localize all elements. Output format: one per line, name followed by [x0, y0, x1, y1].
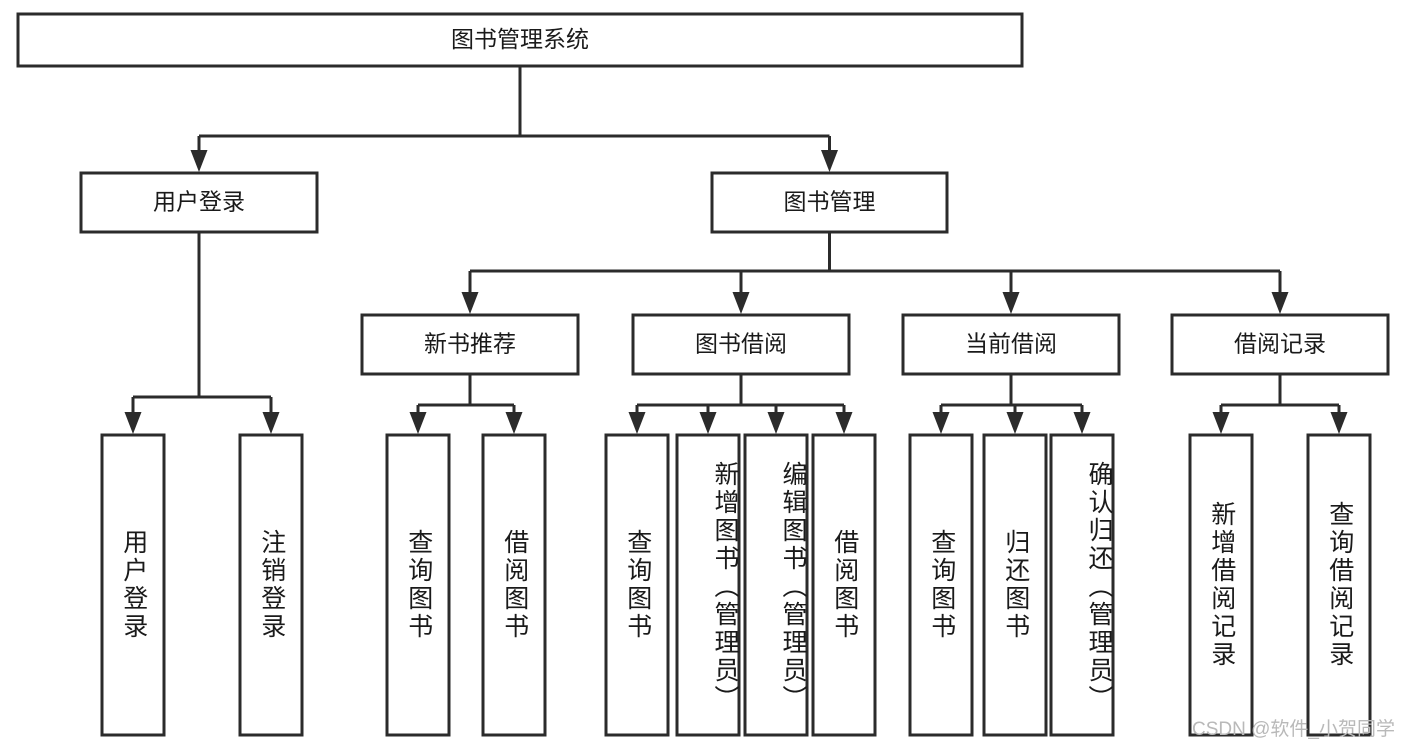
- node-box-root[interactable]: [16, 12, 1024, 68]
- node-box-l3-add-book[interactable]: [675, 433, 741, 737]
- node-box-l3-add-record[interactable]: [1188, 433, 1254, 737]
- node-box-l3-confirm-return[interactable]: [1049, 433, 1115, 737]
- node-label-l1-user-login: 用户登录: [153, 189, 245, 215]
- node-box-l3-borrow-book-b[interactable]: [811, 433, 877, 737]
- connector-user-login-to-leaves: [124, 232, 280, 434]
- connector-root-to-level1: [190, 66, 838, 172]
- node-box-l2-book-borrow[interactable]: [631, 313, 851, 376]
- node-box-l3-return-book[interactable]: [982, 433, 1048, 737]
- node-box-l3-query-book-c[interactable]: [908, 433, 974, 737]
- node-box-l3-query-book-a[interactable]: [385, 433, 451, 737]
- node-label-root: 图书管理系统: [451, 26, 589, 52]
- node-label-l1-book-mgmt: 图书管理: [784, 189, 876, 215]
- node-box-l3-user-login[interactable]: [100, 433, 166, 737]
- connector-borrow-record-to-leaves: [1212, 374, 1348, 434]
- node-box-l1-book-mgmt[interactable]: [710, 171, 949, 234]
- node-box-l3-edit-book[interactable]: [743, 433, 809, 737]
- connector-current-borrow-to-leaves: [932, 374, 1091, 434]
- node-box-l3-query-book-b[interactable]: [604, 433, 670, 737]
- node-label-l2-current-borrow: 当前借阅: [965, 331, 1057, 357]
- node-box-l3-borrow-book-a[interactable]: [481, 433, 547, 737]
- node-label-l2-book-borrow: 图书借阅: [695, 331, 787, 357]
- connector-book-mgmt-to-level2: [461, 232, 1289, 314]
- node-box-layer: [16, 12, 1390, 737]
- connector-book-borrow-to-leaves: [628, 374, 853, 434]
- node-box-l3-query-record[interactable]: [1306, 433, 1372, 737]
- node-label-l2-borrow-record: 借阅记录: [1234, 331, 1326, 357]
- node-box-l2-borrow-record[interactable]: [1170, 313, 1390, 376]
- node-box-l3-logout[interactable]: [238, 433, 304, 737]
- node-box-l1-user-login[interactable]: [79, 171, 319, 234]
- connector-layer: [124, 66, 1348, 434]
- node-box-l2-new-book-rec[interactable]: [360, 313, 580, 376]
- node-box-l2-current-borrow[interactable]: [901, 313, 1121, 376]
- connector-new-book-rec-to-leaves: [409, 374, 523, 434]
- node-label-l2-new-book-rec: 新书推荐: [424, 331, 516, 357]
